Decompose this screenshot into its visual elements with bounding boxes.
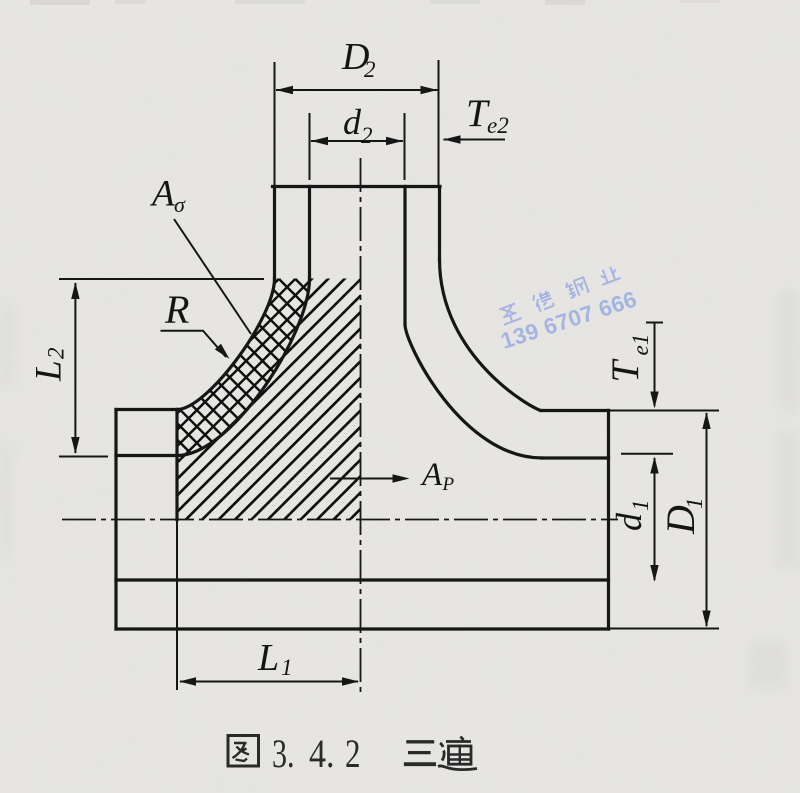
svg-text:L: L — [257, 637, 279, 679]
svg-text:L: L — [29, 360, 70, 382]
svg-text:2: 2 — [44, 348, 69, 360]
svg-text:4.: 4. — [309, 731, 335, 776]
svg-text:1: 1 — [281, 655, 293, 680]
svg-text:2: 2 — [364, 57, 376, 82]
svg-text:σ: σ — [174, 192, 186, 217]
svg-text:T: T — [604, 359, 647, 383]
svg-text:2: 2 — [361, 123, 373, 148]
svg-text:A: A — [149, 174, 175, 215]
svg-text:d: d — [343, 102, 362, 142]
svg-text:A: A — [420, 457, 443, 493]
svg-text:3.: 3. — [272, 731, 295, 776]
svg-text:2: 2 — [345, 731, 361, 776]
svg-text:D: D — [658, 505, 703, 535]
svg-text:T: T — [466, 92, 490, 135]
svg-text:e1: e1 — [628, 334, 653, 356]
svg-text:e2: e2 — [487, 113, 509, 138]
svg-text:d: d — [609, 512, 649, 531]
svg-text:1: 1 — [628, 500, 653, 512]
svg-text:R: R — [164, 287, 189, 332]
svg-text:D: D — [341, 36, 369, 78]
svg-text:1: 1 — [682, 498, 707, 510]
svg-text:P: P — [442, 474, 455, 495]
